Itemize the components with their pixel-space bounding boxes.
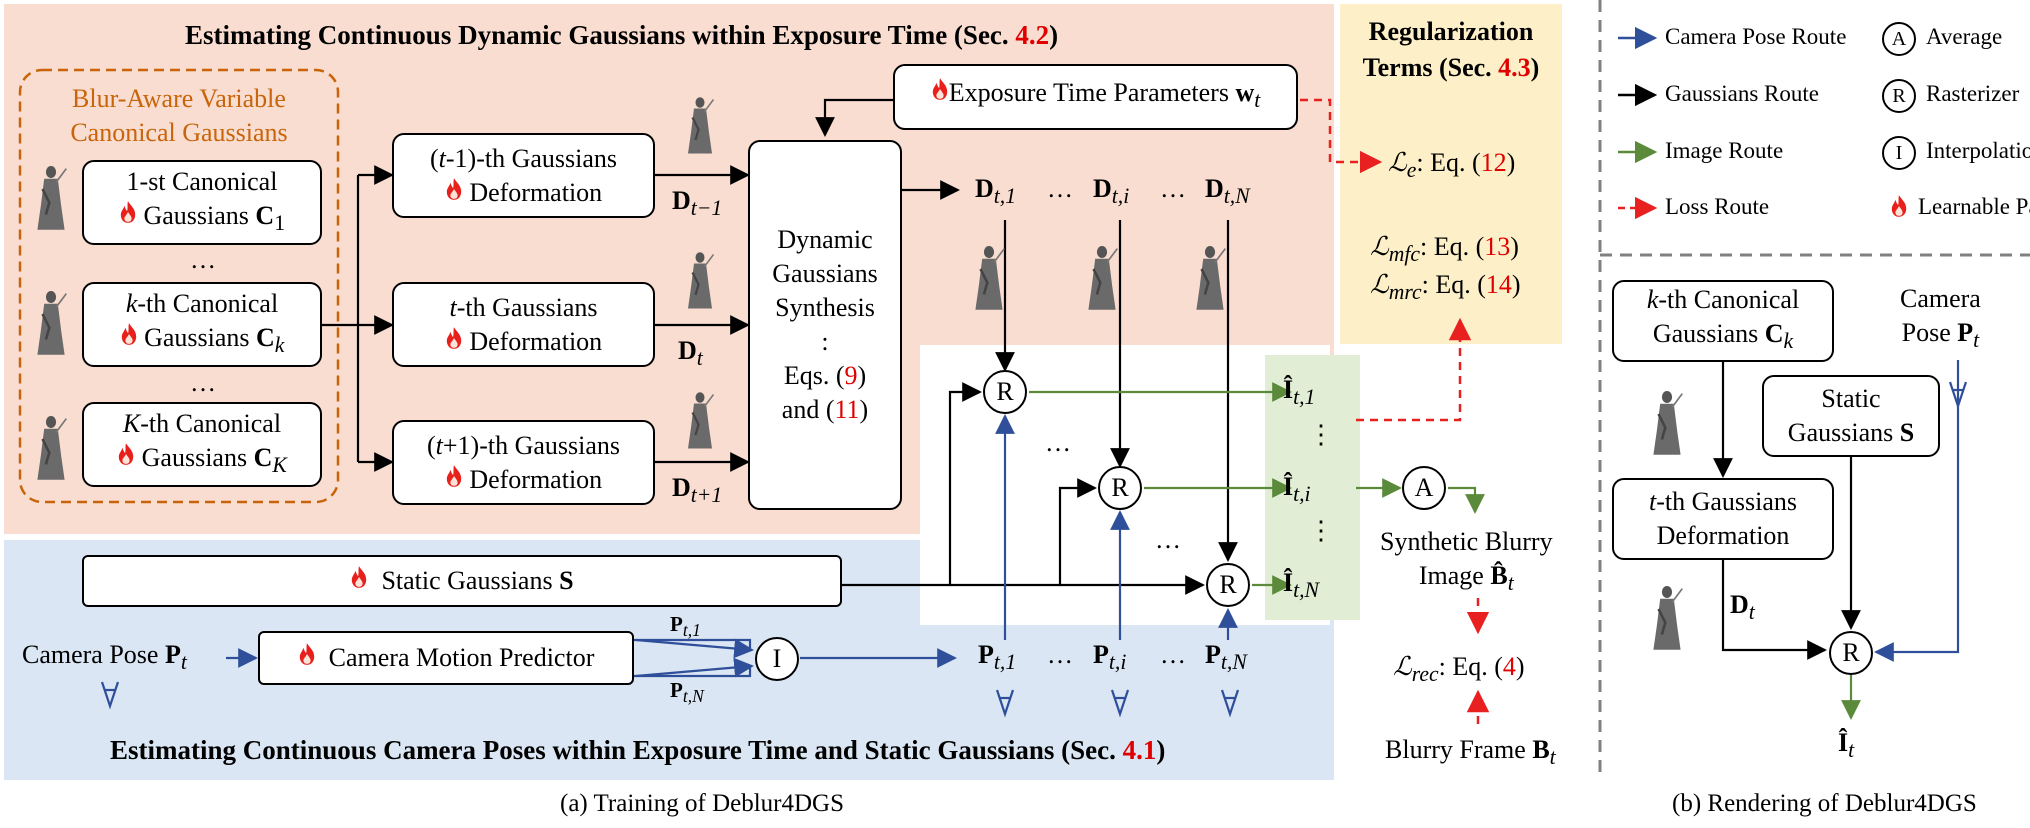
d-t-label: Dt: [678, 336, 703, 371]
ellipsis-canonical-bottom: …: [190, 368, 216, 397]
p-t-1-small: Pt,1: [670, 612, 701, 641]
legend-learnable: Learnable Params: [1918, 194, 2030, 219]
legend-rasterizer: Rasterizer: [1926, 81, 2020, 106]
p-t-1-output: Pt,1: [978, 640, 1017, 675]
legend-average-icon: A: [1882, 22, 1916, 56]
person-figure-icon: [685, 380, 715, 460]
legend-gaussians-route: Gaussians Route: [1665, 81, 1819, 106]
d-t-plus-1-label: Dt+1: [672, 473, 723, 508]
camera-motion-predictor: Camera Motion Predictor: [258, 631, 634, 685]
person-figure-icon: [972, 235, 1006, 320]
camera-icon: [995, 688, 1015, 718]
interpolation-node: I: [755, 637, 799, 681]
d-t-minus-1-label: Dt−1: [672, 186, 723, 221]
d-t-1-output: Dt,1: [975, 174, 1017, 209]
render-d-t: Dt: [1730, 590, 1755, 625]
ellipsis-d-2: …: [1160, 174, 1186, 203]
render-static-gaussians: Static Gaussians S: [1762, 375, 1940, 457]
rasterizer-n: R: [1206, 563, 1250, 607]
ellipsis-d-1: …: [1047, 174, 1073, 203]
render-output-image: Ît: [1838, 728, 1855, 763]
regularization-panel: [1340, 4, 1562, 344]
legend-average: Average: [1926, 24, 2003, 49]
image-t-i: Ît,i: [1283, 472, 1311, 507]
render-camera-pose: Camera Pose Pt: [1900, 284, 1981, 353]
camera-icon: [100, 680, 120, 710]
image-vdots-2: ⋮: [1308, 516, 1334, 545]
deformation-t-plus-1: (t+1)-th Gaussians Deformation: [392, 420, 655, 505]
static-section-title: Estimating Continuous Camera Poses withi…: [110, 735, 1166, 765]
legend-interpolation: Interpolation: [1926, 138, 2030, 163]
canonical-gaussians-K: K-th Canonical Gaussians CK: [82, 402, 322, 487]
person-figure-icon: [34, 150, 68, 245]
person-figure-icon: [1085, 235, 1119, 320]
regularization-title: Regularization Terms (Sec. 4.3): [1362, 17, 1540, 82]
rasterizer-i: R: [1098, 466, 1142, 510]
training-caption: (a) Training of Deblur4DGS: [560, 790, 845, 817]
ellipsis-r-1: …: [1045, 428, 1071, 457]
legend-image-route: Image Route: [1665, 138, 1784, 163]
camera-icon: [1948, 380, 1968, 410]
static-gaussians: Static Gaussians S: [82, 555, 842, 607]
blur-group-title: Blur-Aware Variable Canonical Gaussians: [70, 84, 288, 147]
reg-term-mfc: ℒmfc: Eq. (13): [1370, 232, 1519, 267]
reg-term-e: ℒe: Eq. (12): [1388, 148, 1516, 183]
image-t-n: Ît,N: [1283, 568, 1320, 603]
deformation-t: t-th Gaussians Deformation: [392, 282, 655, 367]
legend-rasterizer-icon: R: [1882, 79, 1916, 113]
legend-flame-icon: [1890, 194, 1908, 218]
person-figure-icon: [1650, 575, 1684, 660]
image-t-1: Ît,1: [1283, 375, 1316, 410]
image-vdots-1: ⋮: [1308, 420, 1334, 449]
blurry-frame: Blurry Frame Bt: [1385, 735, 1556, 770]
ellipsis-r-2: …: [1155, 525, 1181, 554]
camera-pose-input: Camera Pose Pt: [22, 640, 187, 675]
average-node: A: [1402, 466, 1446, 510]
exposure-time-parameters: Exposure Time Parameters wt: [893, 64, 1298, 130]
rasterizer-1: R: [983, 370, 1027, 414]
render-rasterizer: R: [1829, 631, 1873, 675]
person-figure-icon: [1650, 380, 1684, 465]
person-figure-icon: [34, 400, 68, 495]
person-figure-icon: [34, 275, 68, 370]
person-figure-icon: [685, 85, 715, 165]
render-canonical-gaussians: k-th Canonical Gaussians Ck: [1612, 280, 1834, 362]
reg-term-mrc: ℒmrc: Eq. (14): [1370, 270, 1521, 305]
ellipsis-canonical-top: …: [190, 245, 216, 274]
d-t-i-output: Dt,i: [1093, 174, 1130, 209]
ellipsis-p-1: …: [1047, 640, 1073, 669]
reconstruction-loss: ℒrec: Eq. (4): [1393, 652, 1525, 687]
synthetic-blurry-image: Synthetic Blurry Image B̂t: [1380, 527, 1553, 596]
rendering-caption: (b) Rendering of Deblur4DGS: [1672, 790, 1977, 817]
dynamic-section-title: Estimating Continuous Dynamic Gaussians …: [185, 20, 1059, 50]
person-figure-icon: [1193, 235, 1227, 320]
deformation-t-minus-1: (t-1)-th Gaussians Deformation: [392, 133, 655, 218]
person-figure-icon: [685, 240, 715, 320]
canonical-gaussians-1: 1-st Canonical Gaussians C1: [82, 160, 322, 245]
d-t-n-output: Dt,N: [1205, 174, 1250, 209]
camera-icon: [1110, 688, 1130, 718]
p-t-n-output: Pt,N: [1205, 640, 1247, 675]
legend-camera-route: Camera Pose Route: [1665, 24, 1847, 49]
render-deformation: t-th Gaussians Deformation: [1612, 478, 1834, 560]
camera-icon: [1220, 688, 1240, 718]
p-t-n-small: Pt,N: [670, 678, 704, 707]
p-t-i-output: Pt,i: [1093, 640, 1127, 675]
legend-interpolation-icon: I: [1882, 136, 1916, 170]
dynamic-gaussians-synthesis: Dynamic Gaussians Synthesis : Eqs. (9) a…: [748, 140, 902, 510]
canonical-gaussians-k: k-th Canonical Gaussians Ck: [82, 282, 322, 367]
legend-loss-route: Loss Route: [1665, 194, 1770, 219]
ellipsis-p-2: …: [1160, 640, 1186, 669]
